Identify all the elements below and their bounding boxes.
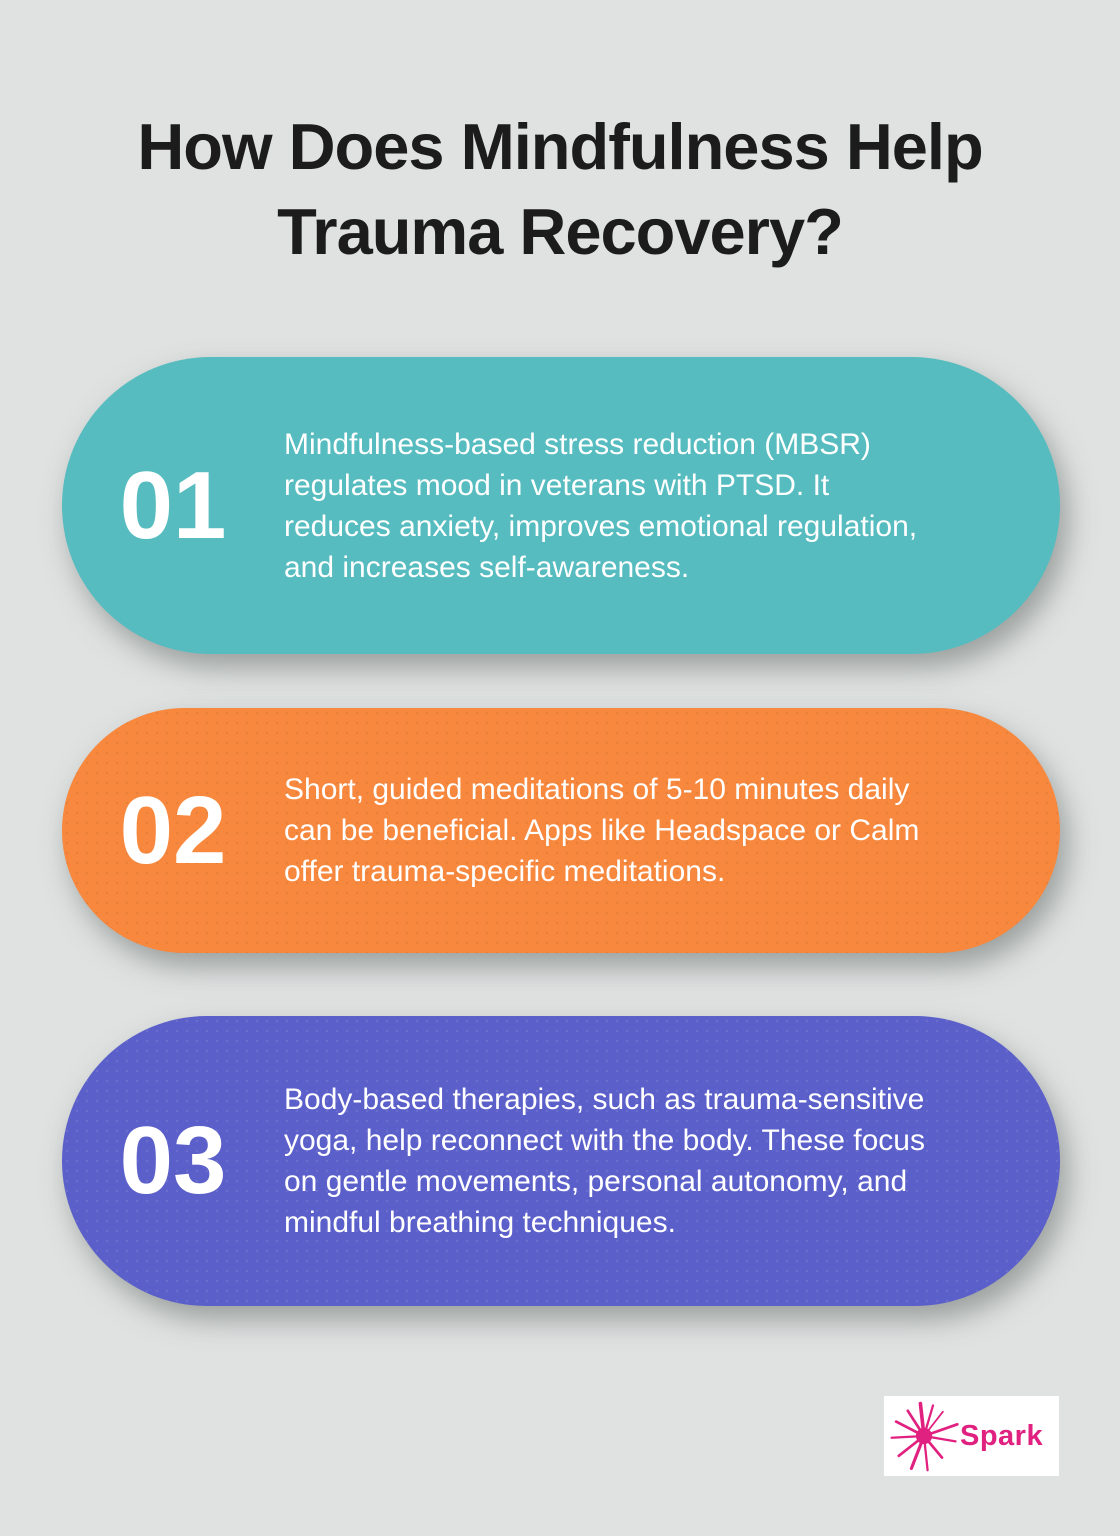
step-card-1: 01 Mindfulness-based stress reduction (M… <box>62 357 1060 654</box>
step-number-3: 03 <box>119 1107 227 1214</box>
step-number-1: 01 <box>119 451 227 559</box>
step-description-3: Body-based therapies, such as trauma-sen… <box>284 1083 925 1239</box>
step-card-2: 02 Short, guided meditations of 5-10 min… <box>62 708 1060 953</box>
step-description-1: Mindfulness-based stress reduction (MBSR… <box>284 427 918 584</box>
step-description-2: Short, guided meditations of 5-10 minute… <box>284 773 920 888</box>
spark-wordmark: Spark <box>960 1419 1044 1452</box>
step-number-2: 02 <box>119 776 227 884</box>
page-title: How Does Mindfulness Help Trauma Recover… <box>137 110 983 268</box>
spark-starburst-icon <box>890 1401 959 1472</box>
step-card-3: 03 Body-based therapies, such as trauma-… <box>62 1016 1060 1306</box>
spark-logo: Spark <box>884 1396 1059 1476</box>
